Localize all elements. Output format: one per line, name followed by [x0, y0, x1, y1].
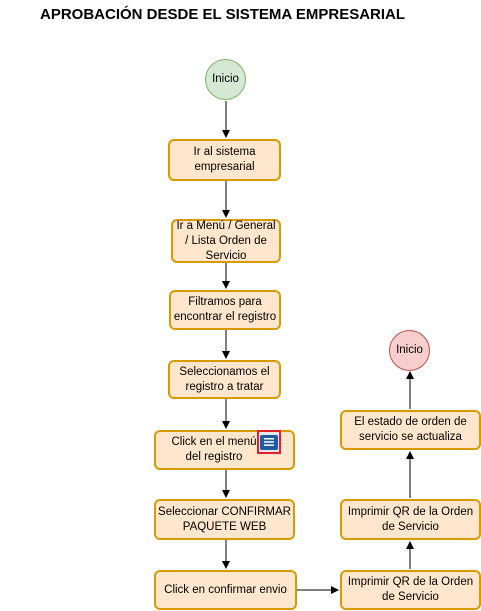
- start-node-label: Inicio: [212, 73, 239, 85]
- step-filter-record-label: Filtramos para encontrar el registro: [173, 296, 277, 323]
- step-click-record-menu-label: Click en el menú del registro: [171, 436, 257, 463]
- step-click-confirm-send: Click en confirmar envio: [154, 570, 297, 610]
- step-select-confirm-web-package-label: Seleccionar CONFIRMAR PAQUETE WEB: [158, 505, 291, 533]
- step-open-service-order-list-label: Ir a Menú / General / Lista Orden de Ser…: [176, 219, 276, 262]
- diagram-title: APROBACIÓN DESDE EL SISTEMA EMPRESARIAL: [40, 6, 406, 23]
- step-print-qr-second: Imprimir QR de la Orden de Servicio: [340, 499, 481, 540]
- step-go-to-system: Ir al sistema empresarial: [168, 139, 281, 181]
- start-node: Inicio: [205, 59, 246, 100]
- step-click-confirm-send-label: Click en confirmar envio: [164, 583, 287, 596]
- step-status-updated-label: El estado de orden de servicio se actual…: [354, 416, 467, 443]
- end-node: Inicio: [389, 330, 430, 371]
- step-open-service-order-list: Ir a Menú / General / Lista Orden de Ser…: [171, 219, 281, 263]
- step-go-to-system-label: Ir al sistema empresarial: [193, 146, 256, 173]
- step-print-qr-second-label: Imprimir QR de la Orden de Servicio: [347, 505, 474, 533]
- step-print-qr-first: Imprimir QR de la Orden de Servicio: [340, 570, 481, 610]
- hamburger-menu-icon: [257, 430, 281, 454]
- step-select-confirm-web-package: Seleccionar CONFIRMAR PAQUETE WEB: [154, 499, 295, 540]
- step-select-record: Seleccionamos el registro a tratar: [168, 360, 281, 399]
- step-print-qr-first-label: Imprimir QR de la Orden de Servicio: [347, 576, 474, 603]
- step-status-updated: El estado de orden de servicio se actual…: [340, 410, 481, 450]
- step-filter-record: Filtramos para encontrar el registro: [169, 290, 281, 330]
- step-select-record-label: Seleccionamos el registro a tratar: [179, 365, 270, 393]
- end-node-label: Inicio: [396, 344, 423, 356]
